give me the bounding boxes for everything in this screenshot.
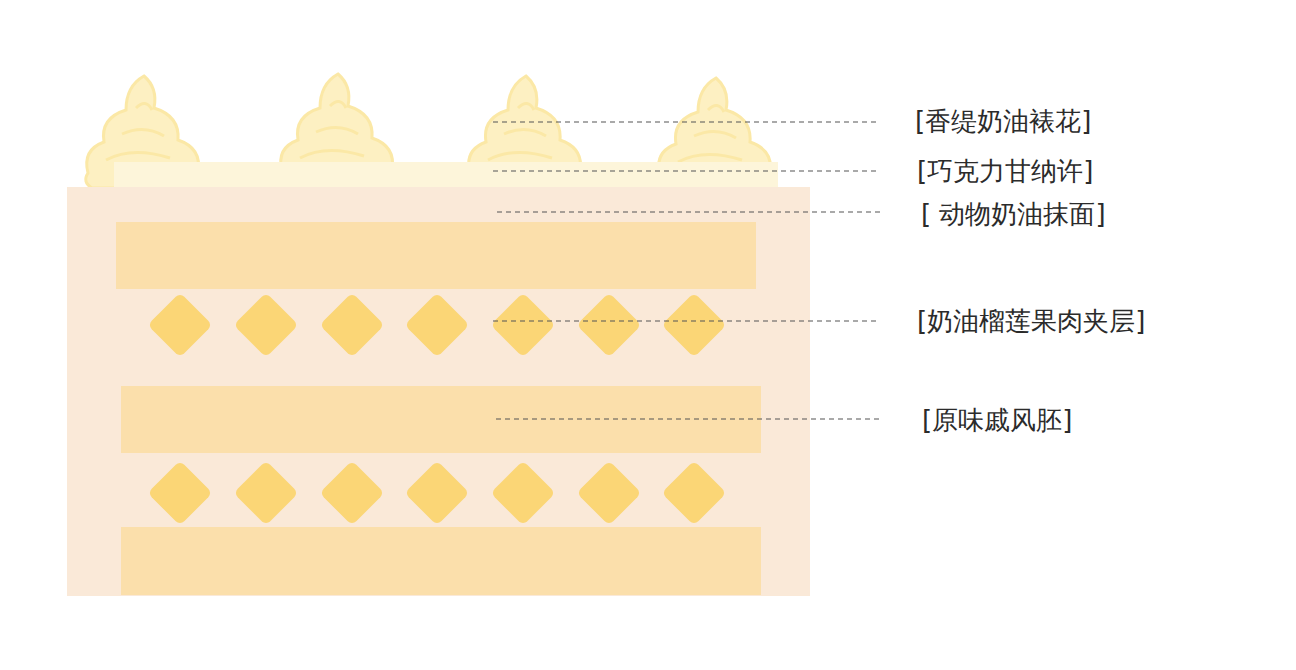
durian-piece (147, 460, 212, 525)
durian-piece (576, 460, 641, 525)
durian-piece (404, 460, 469, 525)
durian-piece (490, 292, 555, 357)
leader-line (497, 211, 880, 212)
callout-label: [ 动物奶油抹面] (919, 198, 1108, 230)
leader-line (493, 170, 878, 171)
callout-label: [巧克力甘纳许] (915, 155, 1095, 187)
leader-line (493, 121, 878, 122)
durian-piece (661, 292, 726, 357)
leader-lines (493, 122, 880, 419)
durian-piece (576, 292, 641, 357)
callout-label: [香缇奶油裱花] (913, 105, 1093, 137)
durian-piece (233, 292, 298, 357)
durian-piece (233, 460, 298, 525)
leader-line (493, 320, 880, 321)
callout-label: [原味戚风胚] (920, 404, 1074, 436)
durian-piece (319, 292, 384, 357)
ganache-layer (114, 162, 778, 188)
durian-piece (490, 460, 555, 525)
durian-piece (404, 292, 469, 357)
chiffon-layer (121, 386, 761, 453)
chiffon-layer (116, 222, 756, 289)
callout-label: [奶油榴莲果肉夹层] (915, 305, 1147, 337)
durian-filling (147, 292, 726, 525)
durian-piece (147, 292, 212, 357)
durian-piece (319, 460, 384, 525)
durian-piece (661, 460, 726, 525)
cream-coating (67, 187, 810, 596)
leader-line (496, 418, 880, 419)
chiffon-layer (121, 527, 761, 595)
